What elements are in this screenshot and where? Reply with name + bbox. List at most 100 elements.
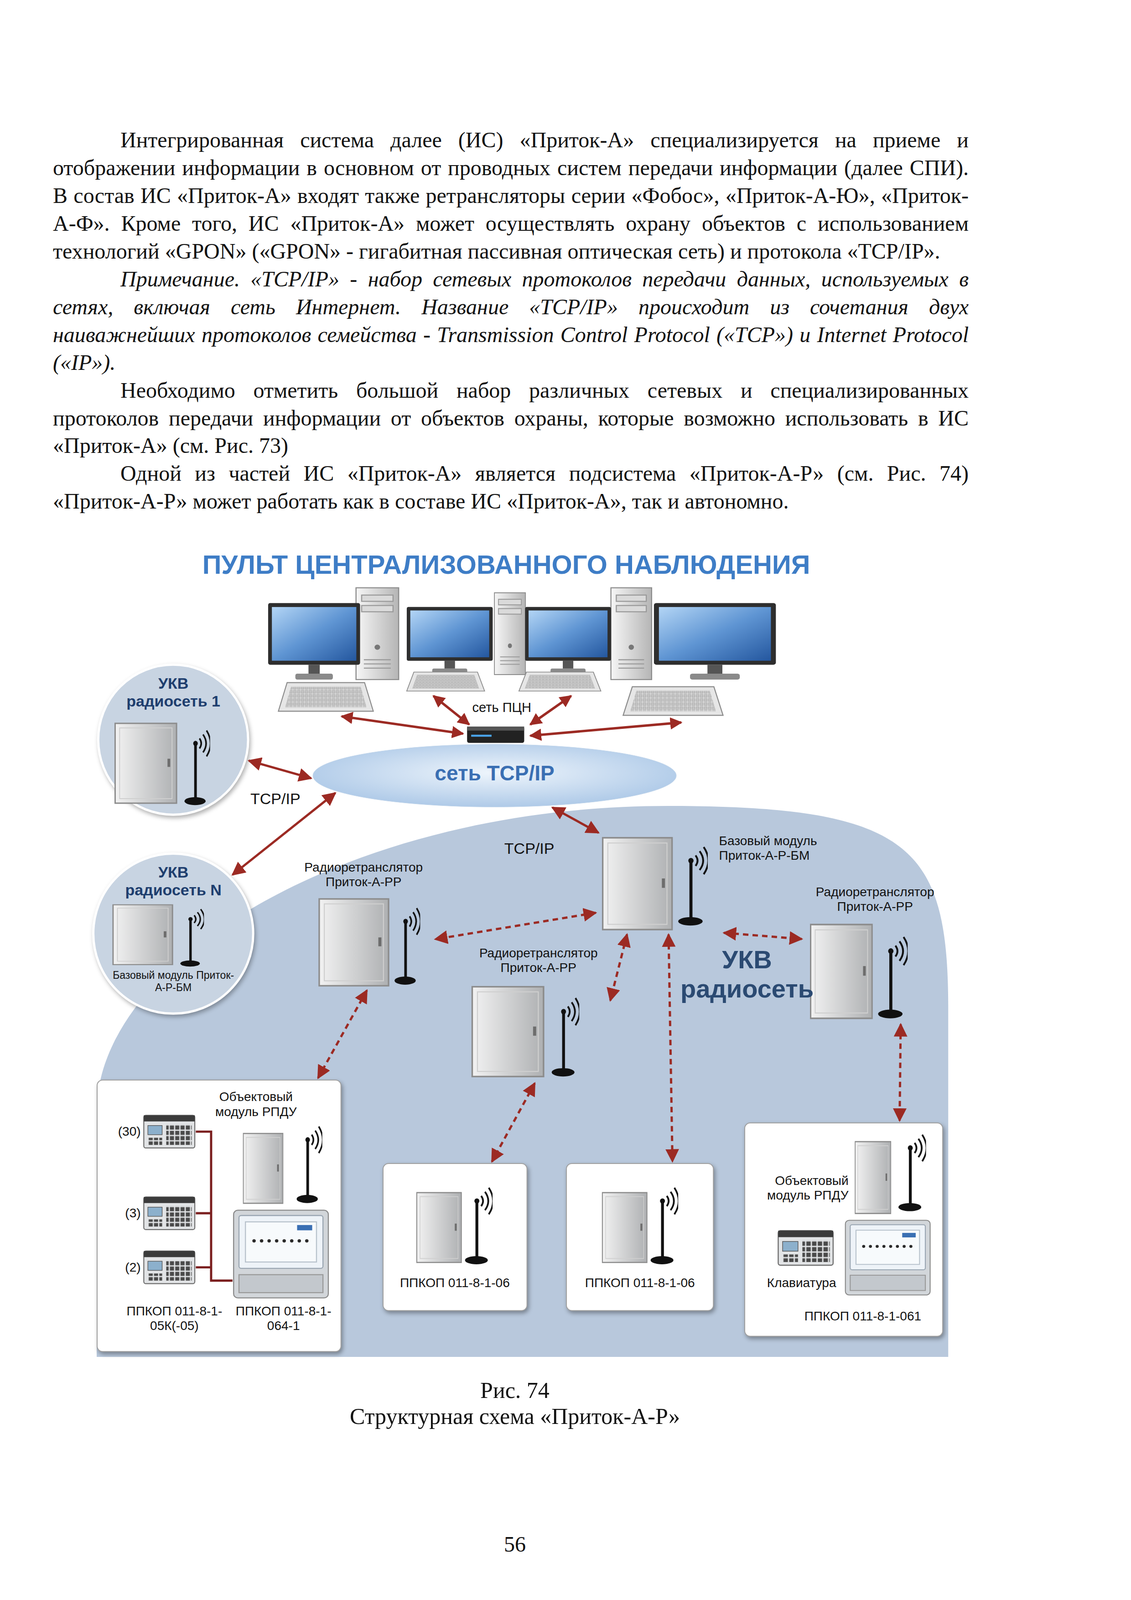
text-holder: Объектовый модуль РПДУ	[208, 1089, 303, 1119]
link-arrow	[530, 695, 571, 725]
box-shape	[97, 1079, 342, 1352]
text: УКВ радиосеть 1	[117, 674, 230, 711]
network-switch: сеть ПЦН	[454, 697, 549, 747]
text-holder: ППКОП 011-8-1-05К(-05)	[119, 1303, 230, 1334]
text: УКВ радиосеть	[673, 944, 821, 1004]
body-paragraph: Интегрированная система далее (ИС) «Прит…	[52, 126, 969, 266]
text: ППКОП 011-8-1-06	[385, 1275, 524, 1291]
text: Базовый модуль Приток-А-Р-БМ	[719, 833, 844, 863]
control-panel	[845, 1219, 931, 1295]
keypad	[143, 1196, 195, 1230]
page-number: 56	[423, 1531, 607, 1557]
body-paragraph: Одной из частей ИС «Приток-А» является п…	[52, 459, 969, 516]
radio-repeater: Радиоретранслятор Приток-А-РР	[466, 944, 610, 1082]
connector-arrow	[249, 760, 312, 779]
body-paragraph: Необходимо отметить большой набор различ…	[52, 376, 969, 461]
control-panel	[233, 1209, 329, 1298]
keypad	[143, 1250, 195, 1284]
box-shape	[566, 1163, 714, 1311]
region-shape	[96, 805, 949, 1357]
cabinet	[472, 986, 544, 1077]
text: Базовый модуль Приток-А-Р-БМ	[108, 969, 239, 994]
cabinet	[319, 898, 389, 986]
radio-repeater: Радиоретранслятор Приток-А-РР	[293, 859, 434, 989]
monitor	[524, 607, 611, 674]
keyboard	[278, 682, 374, 712]
text-holder: Радиоретранслятор Приток-А-РР	[295, 860, 432, 890]
text-holder: сеть ПЦН	[454, 700, 549, 716]
keyboard	[518, 672, 602, 692]
text: ППКОП 011-8-1-05К(-05)	[119, 1303, 230, 1334]
text: сеть TCP/IP	[387, 761, 602, 786]
cabinet	[810, 924, 873, 1019]
text-holder: TCP/IP	[474, 839, 585, 858]
link-arrow	[530, 722, 682, 736]
pc-tower	[494, 592, 526, 675]
text-holder: (2)	[99, 1260, 141, 1275]
monitor	[406, 607, 493, 674]
text: (30)	[99, 1124, 141, 1139]
keypad	[778, 1230, 833, 1266]
text-holder: TCP/IP	[220, 789, 331, 808]
figure-number: Рис. 74	[241, 1377, 789, 1404]
base-module: Базовый модуль Приток-А-Р-БМ	[597, 831, 847, 933]
text-holder: ПУЛЬТ ЦЕНТРАЛИЗОВАННОГО НАБЛЮДЕНИЯ	[114, 549, 899, 581]
keyboard	[622, 686, 723, 716]
switch-device	[466, 726, 524, 743]
text: Радиоретранслятор Приток-А-РР	[469, 945, 608, 976]
text-holder: УКВ радиосеть N	[117, 863, 230, 899]
text: Объектовый модуль РПДУ	[750, 1173, 849, 1203]
link-arrow	[433, 695, 469, 725]
monitor	[268, 602, 361, 680]
circle-shape	[93, 853, 254, 1014]
radio-module	[602, 1192, 648, 1263]
cloud-shape	[312, 744, 677, 807]
text: ППКОП 011-8-1-064-1	[230, 1303, 337, 1334]
text-holder: Базовый модуль Приток-А-Р-БМ	[108, 969, 239, 994]
text: (3)	[99, 1205, 141, 1221]
text: (2)	[99, 1260, 141, 1275]
text-holder: Рис. 74	[241, 1377, 789, 1404]
radio-network-area: УКВ радиосеть Базовый модуль Приток-А-Р-Б…	[96, 805, 954, 1357]
circle-shape	[98, 664, 249, 815]
cabinet	[114, 723, 177, 804]
keyboard	[406, 672, 485, 692]
edge-label: TCP/IP	[220, 789, 331, 808]
text-holder: Радиоретранслятор Приток-А-РР	[805, 884, 945, 914]
text-holder: Клавиатура	[756, 1275, 847, 1291]
box-shape	[383, 1163, 528, 1311]
object-site-box: Объектовый модуль РПДУ (30) (3) (2) ППКОП 01…	[96, 1079, 342, 1352]
text: Клавиатура	[756, 1275, 847, 1291]
text-holder: ППКОП 011-8-1-06	[569, 1275, 711, 1291]
text: Радиоретранслятор Приток-А-РР	[295, 860, 432, 890]
text-holder: УКВ радиосеть 1	[117, 674, 230, 711]
link-arrow	[341, 716, 463, 734]
cabinet	[602, 837, 673, 930]
text: Радиоретранслятор Приток-А-РР	[805, 884, 945, 914]
text-holder: УКВ радиосеть	[673, 944, 821, 1004]
text-holder: ППКОП 011-8-1-061	[787, 1308, 939, 1324]
text-column: Интегрированная система далее (ИС) «Прит…	[52, 126, 969, 516]
text-holder: Структурная схема «Приток-А-Р»	[150, 1403, 880, 1430]
note-paragraph: Примечание. «TCP/IP» - набор сетевых про…	[52, 265, 969, 377]
switch-links	[341, 695, 682, 736]
monitor	[653, 602, 776, 680]
text-holder: сеть TCP/IP	[387, 761, 602, 786]
cabinet	[113, 904, 173, 965]
pc-tower	[356, 587, 399, 680]
edge-label: TCP/IP	[474, 839, 585, 858]
connector-arrow	[899, 1024, 901, 1121]
radio-network-circle: УКВ радиосеть 1	[96, 663, 250, 817]
text: ППКОП 011-8-1-06	[569, 1275, 711, 1291]
radio-repeater: Радиоретранслятор Приток-А-РР	[803, 883, 947, 1023]
radio-network-circle: УКВ радиосеть N Базовый модуль Приток-А-Р…	[91, 851, 255, 1016]
box-outline	[744, 1122, 944, 1337]
object-site-box: ППКОП 011-8-1-06	[382, 1162, 528, 1311]
text: УКВ радиосеть N	[117, 863, 230, 899]
text: Объектовый модуль РПДУ	[208, 1089, 303, 1119]
text-holder: ППКОП 011-8-1-06	[385, 1275, 524, 1291]
text-holder: ППКОП 011-8-1-064-1	[230, 1303, 337, 1334]
radio-module	[243, 1133, 284, 1204]
text: ППКОП 011-8-1-061	[787, 1308, 939, 1324]
